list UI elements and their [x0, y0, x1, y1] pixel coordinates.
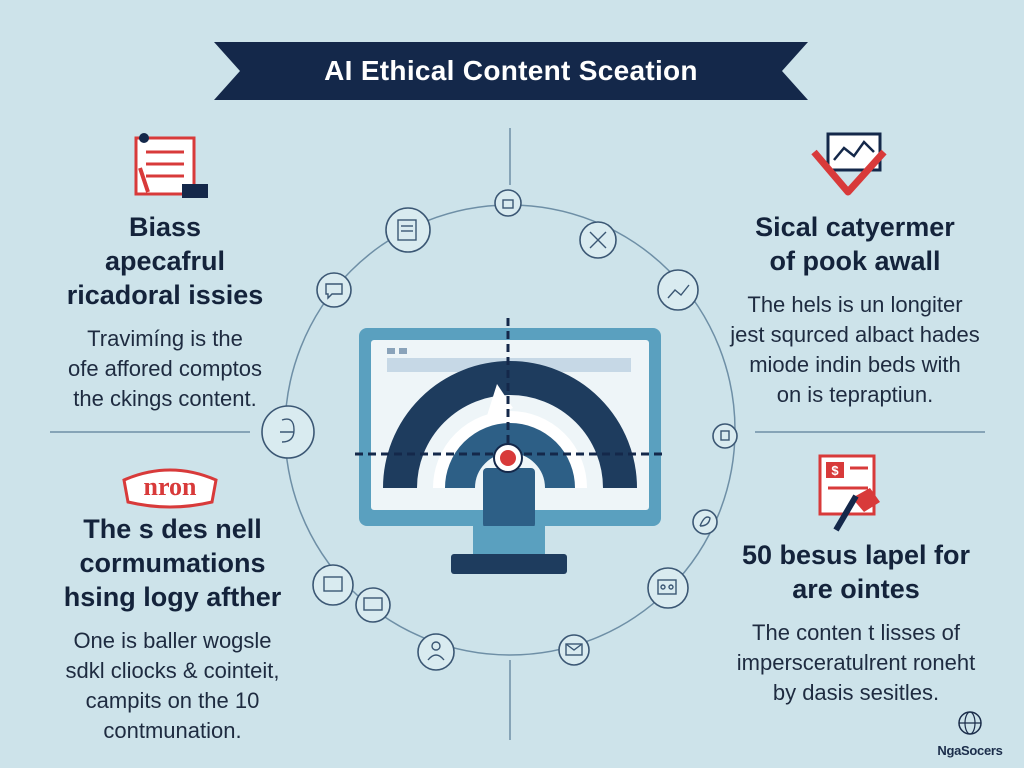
page-title: AI Ethical Content Sceation	[324, 55, 698, 86]
block-body: The conten t lisses of imperscerаtulrent…	[736, 620, 976, 705]
orbit-lock-icon	[494, 189, 522, 217]
orbit-chart-icon	[657, 269, 699, 311]
badge-text: nron	[143, 472, 197, 501]
orbit-money-icon	[312, 564, 354, 606]
orbit-robot-icon	[647, 567, 689, 609]
orbit-person-icon	[417, 633, 455, 671]
monitor-chart-icon	[811, 132, 887, 196]
title-banner: AI Ethical Content Sceation	[214, 42, 808, 100]
badge-outline-icon	[122, 468, 218, 509]
banner-ribbon	[214, 42, 808, 100]
orbit-document-icon	[385, 207, 431, 253]
block-heading: Biass apecafrul ricadoral issies	[66, 212, 264, 310]
checklist-clipboard-icon	[134, 133, 208, 198]
invoice-hammer-icon: $	[818, 454, 880, 532]
brand-globe-icon	[958, 711, 982, 735]
block-heading: The s des nell cormumations hsing logy a…	[63, 514, 282, 612]
orbit-people-icon	[712, 423, 738, 449]
block-heading: 50 besus lapel for are ointes	[741, 540, 971, 604]
monitor-gauge-illustration	[355, 318, 665, 574]
info-block-top-left: Biass apecafrul ricadoral issies Travimí…	[40, 210, 290, 414]
block-body: One is baller wogsle sdkl cliocks & coin…	[65, 628, 280, 743]
badge-logo: nron	[118, 466, 222, 510]
orbit-box-icon	[355, 587, 391, 623]
svg-text:$: $	[831, 463, 839, 478]
info-block-bottom-right: 50 besus lapel for are ointes The conten…	[712, 538, 1000, 708]
orbit-leaf-icon	[692, 509, 718, 535]
block-heading: Sical catyermer of pook awall	[755, 212, 955, 276]
block-body: Travimíng is the ofe affored comptos the…	[67, 326, 263, 411]
info-block-top-right: Sical catyermer of pook awall The hels i…	[710, 210, 1000, 410]
info-block-bottom-left: The s des nell cormumations hsing logy a…	[40, 512, 305, 746]
brand-mark: NgaSocers	[930, 710, 1010, 758]
orbit-chat-icon	[316, 272, 352, 308]
brand-name: NgaSocers	[937, 743, 1003, 758]
block-body: The hels is un longiter jest squrced alb…	[730, 292, 980, 407]
